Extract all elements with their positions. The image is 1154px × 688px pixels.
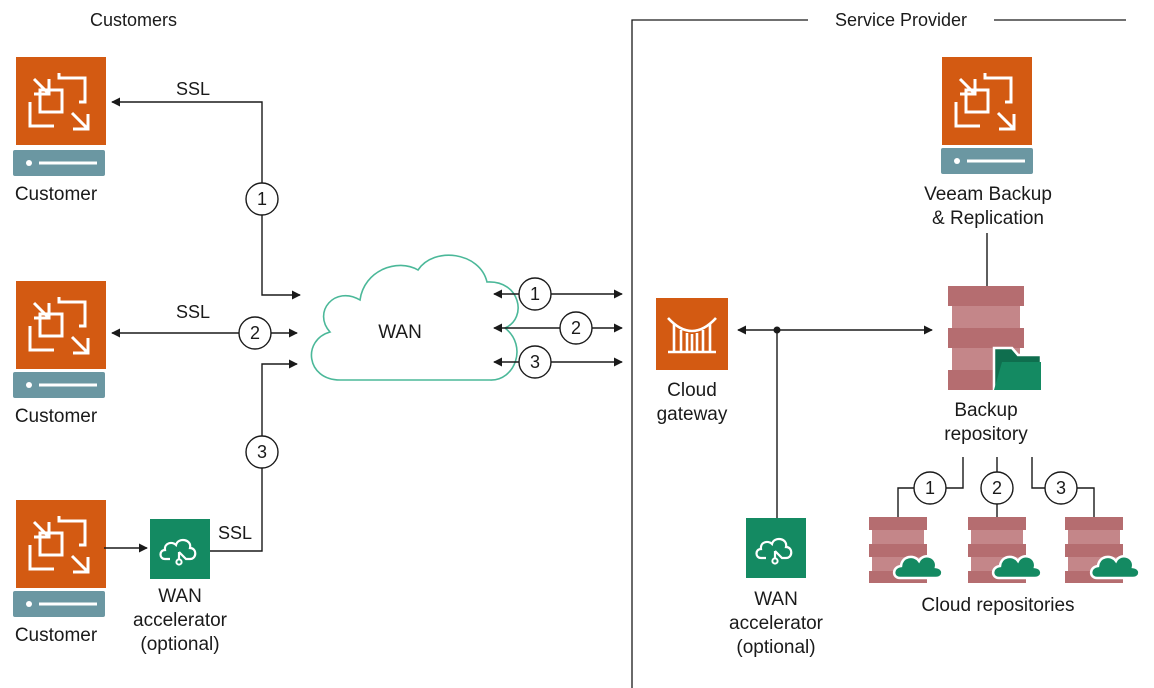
wan-route-markers xyxy=(518,277,593,379)
customer-server-2 xyxy=(13,279,108,398)
cloud-repo-number-2: 2 xyxy=(991,478,1002,498)
route-marker-3 xyxy=(245,435,279,469)
cloud-repository-2 xyxy=(968,517,1043,583)
customer-label-3: Customer xyxy=(14,625,98,646)
wan-route-number-3: 3 xyxy=(529,352,540,372)
customer-route-markers xyxy=(238,182,279,469)
cloud-repository-1 xyxy=(869,517,944,583)
service-provider-heading: Service Provider xyxy=(834,10,968,30)
wan-label: WAN xyxy=(378,322,422,343)
customer-wan-accelerator-icon xyxy=(148,517,212,581)
customer-server-3 xyxy=(13,498,108,617)
cloud-repo-markers xyxy=(913,471,1078,505)
ssl-label-1: SSL xyxy=(176,79,211,99)
junction-dot xyxy=(773,326,781,334)
backup-repository-icon xyxy=(948,286,1043,392)
veeam-label: Veeam Backup & Replication xyxy=(924,184,1052,229)
route-number-2: 2 xyxy=(249,323,260,343)
cloud-gateway-icon xyxy=(654,296,730,372)
ssl-label-2: SSL xyxy=(176,302,211,322)
provider-wan-accelerator-label: WAN accelerator (optional) xyxy=(729,589,823,658)
provider-connections xyxy=(737,233,988,518)
route-marker-2 xyxy=(238,316,272,350)
route-number-3: 3 xyxy=(256,442,267,462)
route-marker-1 xyxy=(245,182,279,216)
provider-wan-accelerator-icon xyxy=(744,516,808,580)
wan-route-number-1: 1 xyxy=(529,284,540,304)
backup-repository-label: Backup repository xyxy=(944,400,1028,445)
cloud-repository-3 xyxy=(1065,517,1141,583)
route-number-1: 1 xyxy=(256,189,267,209)
customer-server-1 xyxy=(13,55,108,176)
customer-label-1: Customer xyxy=(14,184,98,205)
wan-gateway-connections xyxy=(493,289,623,367)
cloud-repositories-label: Cloud repositories xyxy=(921,595,1075,616)
service-provider-frame xyxy=(631,19,1126,688)
veeam-backup-server xyxy=(940,55,1034,174)
cloud-repo-number-3: 3 xyxy=(1055,478,1066,498)
cloud-gateway-label: Cloud gateway xyxy=(656,380,728,425)
ssl-label-3: SSL xyxy=(218,523,253,543)
wan-cloud-icon xyxy=(310,254,519,381)
customer-label-2: Customer xyxy=(14,406,98,427)
customers-heading: Customers xyxy=(90,10,178,30)
wan-route-number-2: 2 xyxy=(570,318,581,338)
customer-wan-accelerator-label: WAN accelerator (optional) xyxy=(133,586,227,655)
cloud-repo-number-1: 1 xyxy=(924,478,935,498)
